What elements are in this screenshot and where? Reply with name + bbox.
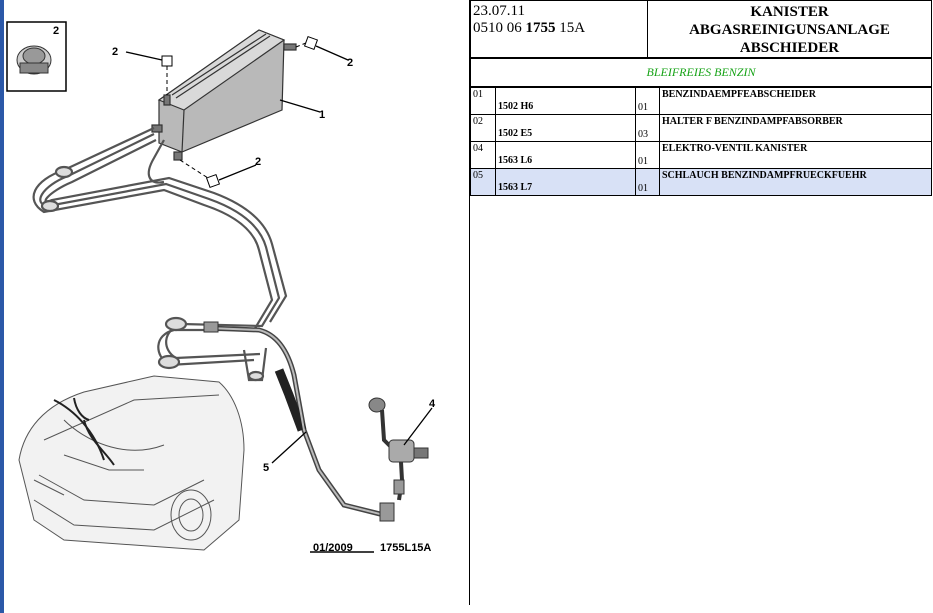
title-line-2: ABGASREINIGUNSANLAGE xyxy=(689,22,890,38)
sheet-code-prefix: 0510 06 xyxy=(473,20,522,36)
clip-drawings xyxy=(161,35,319,189)
solenoid-valve-drawing xyxy=(368,397,429,501)
callout-4: 4 xyxy=(429,398,436,410)
sheet-title: KANISTER ABGASREINIGUNSANLAGE ABSCHIEDER xyxy=(647,0,932,58)
variant-label: BLEIFREIES BENZIN xyxy=(470,58,932,87)
part-item-number[interactable]: 05 xyxy=(470,168,496,196)
diagram-code-stamp: 1755L15A xyxy=(380,542,431,554)
sheet-code-group: 1755 xyxy=(525,20,556,36)
callout-2-right: 2 xyxy=(347,57,353,69)
pane-divider[interactable] xyxy=(469,0,470,605)
part-reference[interactable]: 1563 L6 xyxy=(495,141,636,169)
part-reference[interactable]: 1502 E5 xyxy=(495,114,636,142)
part-description[interactable]: ELEKTRO-VENTIL KANISTER xyxy=(659,141,932,169)
part-description[interactable]: HALTER F BENZINDAMPFABSORBER xyxy=(659,114,932,142)
window-left-edge xyxy=(0,0,4,613)
title-line-3: ABSCHIEDER xyxy=(739,40,840,56)
part-quantity[interactable]: 01 xyxy=(635,168,660,196)
callout-leaders xyxy=(125,45,433,464)
title-line-1: KANISTER xyxy=(750,4,829,20)
sheet-date: 23.07.11 xyxy=(473,3,525,19)
part-reference[interactable]: 1563 L7 xyxy=(495,168,636,196)
vehicle-location-drawing xyxy=(18,375,245,551)
part-quantity[interactable]: 03 xyxy=(635,114,660,142)
part-quantity[interactable]: 01 xyxy=(635,141,660,169)
canister-thumbnail[interactable]: 2 xyxy=(6,21,67,92)
sheet-reference: 23.07.11 0510 06 1755 15A xyxy=(470,0,648,58)
diagram-date-stamp: 01/2009 xyxy=(313,542,353,554)
callout-1: 1 xyxy=(319,109,325,121)
return-hose-drawing xyxy=(203,321,395,522)
sheet-code: 0510 06 1755 15A xyxy=(473,20,647,37)
variant-header: BLEIFREIES BENZIN xyxy=(470,58,932,87)
thumbnail-callout-2: 2 xyxy=(53,25,59,37)
sheet-code-suffix: 15A xyxy=(559,20,586,36)
parts-diagram: 2 xyxy=(4,0,469,613)
callout-2-top: 2 xyxy=(112,46,118,58)
callout-2-lower: 2 xyxy=(255,156,261,168)
pipe-harness-drawing xyxy=(32,127,288,382)
part-item-number[interactable]: 02 xyxy=(470,114,496,142)
canister-drawing xyxy=(151,29,297,161)
part-item-number[interactable]: 01 xyxy=(470,87,496,115)
part-item-number[interactable]: 04 xyxy=(470,141,496,169)
part-quantity[interactable]: 01 xyxy=(635,87,660,115)
callout-5: 5 xyxy=(263,462,269,474)
sheet-header: 23.07.11 0510 06 1755 15A KANISTER ABGAS… xyxy=(470,0,932,58)
part-description[interactable]: SCHLAUCH BENZINDAMPFRUECKFUEHR xyxy=(659,168,932,196)
part-description[interactable]: BENZINDAEMPFEABSCHEIDER xyxy=(659,87,932,115)
part-reference[interactable]: 1502 H6 xyxy=(495,87,636,115)
